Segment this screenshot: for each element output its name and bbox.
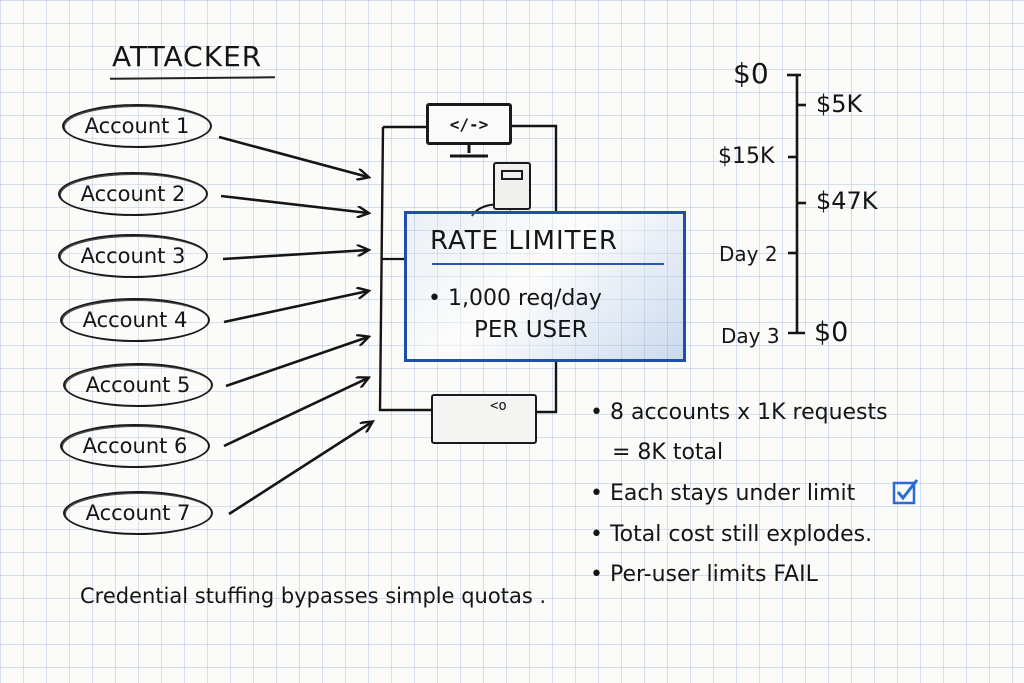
account-label: Account 1 — [84, 114, 190, 138]
arrow-account-5 — [225, 337, 368, 388]
arrow-account-7 — [228, 422, 372, 516]
bullet-limits-fail: • Per-user limits FAIL — [590, 562, 818, 587]
account-label: Account 3 — [80, 244, 186, 268]
axis-label-15k: $15K — [718, 144, 775, 169]
rate-limit-value: • 1,000 req/day — [428, 286, 602, 311]
rate-limit-text: 1,000 req/day — [447, 286, 602, 311]
account-label: Account 5 — [85, 373, 191, 397]
axis-label-5k: $5K — [816, 90, 863, 118]
account-node-5: Account 5 — [63, 363, 213, 407]
axis-label-start: $0 — [733, 57, 769, 90]
monitor-stand — [450, 145, 488, 158]
account-node-7: Account 7 — [63, 491, 213, 535]
frame-top-right — [512, 124, 558, 212]
account-node-1: Account 1 — [62, 104, 212, 148]
server-icon-glyph: <o — [490, 398, 507, 414]
rate-limiter-title: RATE LIMITER — [430, 226, 618, 256]
bullet-text: 8 accounts x 1K requests — [609, 400, 888, 425]
account-node-3: Account 3 — [58, 234, 208, 278]
device-screen — [501, 170, 523, 180]
checkbox-checked-icon — [892, 479, 919, 505]
account-node-2: Account 2 — [58, 172, 208, 216]
axis-label-47k: $47K — [816, 187, 878, 215]
axis-label-day2: Day 2 — [719, 242, 778, 266]
bullet-cost-explodes: • Total cost still explodes. — [590, 522, 873, 547]
monitor-code-text: </-> — [449, 114, 489, 134]
bullet-accounts-total: = 8K total — [612, 440, 724, 465]
account-node-4: Account 4 — [60, 298, 210, 342]
account-label: Account 7 — [85, 501, 191, 525]
bullet-text: Total cost still explodes. — [609, 522, 873, 547]
arrow-account-2 — [220, 194, 368, 213]
bullet-text: Each stays under limit — [609, 481, 856, 506]
axis-label-end: $0 — [814, 317, 849, 348]
server-icon — [431, 394, 537, 444]
attacker-title: ATTACKER — [112, 40, 263, 73]
cost-axis — [787, 73, 806, 335]
account-node-6: Account 6 — [60, 424, 210, 468]
account-label: Account 4 — [82, 308, 188, 332]
arrow-account-4 — [223, 291, 368, 324]
rate-limiter-underline — [432, 263, 664, 265]
monitor-code-icon: </-> — [426, 103, 512, 145]
bullet-under-limit: • Each stays under limit — [590, 481, 856, 506]
arrow-account-3 — [222, 250, 368, 261]
rate-limit-scope: PER USER — [474, 317, 588, 343]
account-arrows — [218, 135, 372, 516]
account-label: Account 2 — [80, 182, 186, 206]
bullet-text: Per-user limits FAIL — [609, 562, 818, 587]
frame-bottom-right — [537, 362, 558, 414]
axis-label-day3: Day 3 — [721, 324, 780, 348]
account-label: Account 6 — [82, 434, 188, 458]
frame-left — [378, 126, 432, 412]
arrow-account-1 — [218, 135, 368, 177]
bullet-accounts: • 8 accounts x 1K requests — [590, 400, 888, 425]
rate-limiter-box — [404, 211, 686, 362]
diagram-caption: Credential stuffing bypasses simple quot… — [80, 584, 547, 608]
arrow-account-6 — [223, 378, 368, 448]
